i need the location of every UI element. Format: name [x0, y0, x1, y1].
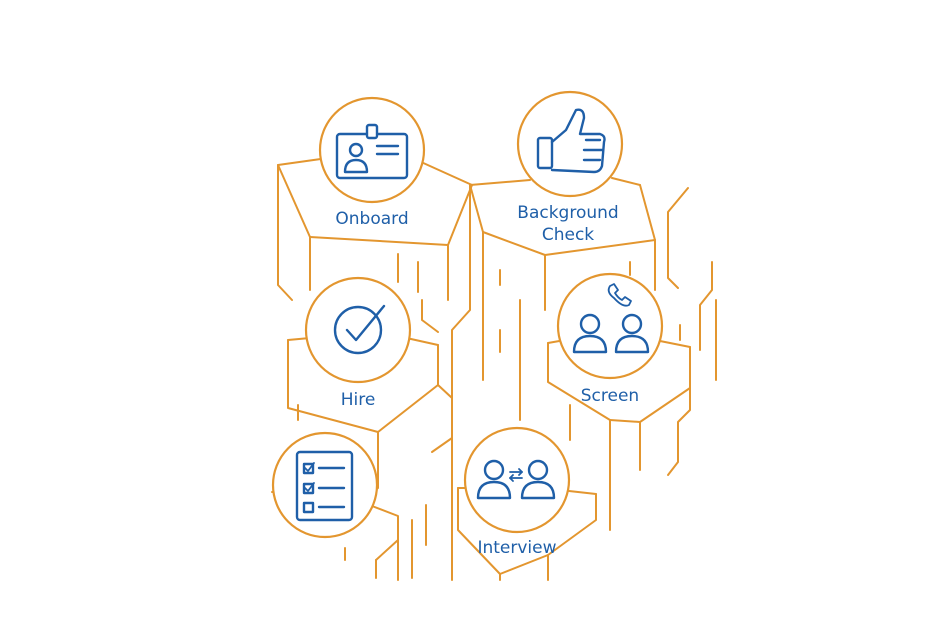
interview-label: Interview [477, 538, 556, 558]
interview-circle [463, 426, 571, 534]
onboard-circle [318, 96, 426, 204]
screen-label: Screen [581, 386, 639, 406]
checkmark-icon [333, 304, 386, 355]
hire-label: Hire [341, 390, 376, 410]
apply-circle [271, 431, 379, 539]
background-check-circle [516, 90, 624, 198]
checklist-icon [295, 450, 354, 522]
screen-circle [556, 272, 664, 380]
step-labels: Onboard Background Check Hire Screen Int… [335, 203, 639, 558]
onboard-label: Onboard [335, 209, 408, 229]
id-badge-icon [335, 123, 409, 180]
background-check-label-line2: Check [542, 225, 594, 245]
phone-screen-icon [572, 283, 650, 354]
hire-circle [304, 276, 412, 384]
interview-icon [476, 459, 556, 500]
thumbs-up-icon [536, 108, 606, 174]
background-check-label-line1: Background [517, 203, 618, 223]
